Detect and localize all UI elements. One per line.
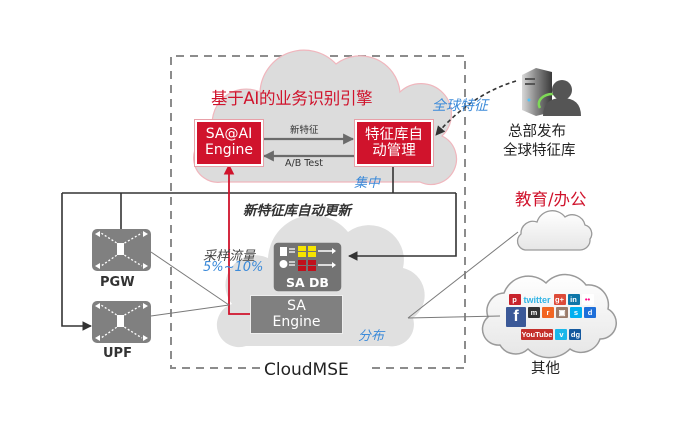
upf-router-icon [92, 301, 151, 343]
sa-engine-box: SA Engine [250, 295, 343, 334]
server-user-icon [522, 68, 581, 116]
sa-engine-line1: SA [287, 298, 306, 315]
others-label: 其他 [531, 361, 560, 377]
linkedin-icon: in [567, 294, 580, 305]
centralized-tag: 集中 [354, 176, 381, 191]
facebook-icon: f [506, 307, 526, 327]
update-to-sadb-arrow [348, 193, 457, 261]
feature-mgmt-line2: 动管理 [372, 143, 416, 159]
photo-icon: ▣ [556, 307, 568, 318]
google-plus-icon: g+ [553, 294, 566, 305]
cloudmse-label: CloudMSE [264, 360, 349, 380]
vimeo-icon: v [555, 329, 568, 340]
flickr-icon: •• [581, 294, 594, 305]
others-traffic-line [407, 315, 501, 319]
ab-test-label: A/B Test [285, 158, 323, 169]
update-to-upf-arrow [61, 193, 92, 331]
upf-traffic-line [150, 304, 230, 317]
global-feature-label: 全球特征 [432, 98, 488, 114]
youtube-icon: YouTube [520, 329, 554, 340]
education-office-label: 教育/办公 [515, 190, 587, 209]
hq-label-line2: 全球特征库 [503, 143, 576, 159]
sampling-arrow [223, 163, 251, 315]
sa-engine-line2: Engine [272, 313, 321, 330]
rss-icon: r [542, 307, 554, 318]
new-feature-label: 新特征 [290, 125, 319, 136]
sa-db-box [272, 241, 343, 293]
pgw-router-icon [92, 229, 151, 271]
feature-library-management-box: 特征库自 动管理 [355, 120, 433, 166]
sa-db-label: SA DB [286, 275, 329, 290]
distributed-tag: 分布 [358, 329, 385, 344]
feature-mgmt-line1: 特征库自 [365, 126, 423, 143]
sampling-ratio: 5%~10% [203, 260, 264, 275]
education-cloud-shape [516, 210, 593, 251]
upf-label: UPF [103, 346, 132, 361]
engine-cloud-title: 基于AI的业务识别引擎 [211, 89, 373, 108]
digg-icon: dg [569, 329, 582, 340]
pgw-traffic-line [150, 251, 230, 306]
pinterest-icon: p [508, 294, 521, 305]
delicious-icon: d [584, 307, 596, 318]
pgw-label: PGW [100, 275, 135, 290]
sa-ai-engine-box: SA@AI Engine [195, 120, 263, 166]
education-traffic-line [407, 231, 519, 319]
skype-icon: s [570, 307, 582, 318]
global-feature-arrow [435, 80, 517, 136]
auto-update-label: 新特征库自动更新 [243, 203, 351, 219]
sampling-label: 采样流量 [203, 249, 256, 264]
sa-ai-engine-line2: Engine [205, 142, 253, 158]
sa-ai-engine-line1: SA@AI [205, 126, 253, 143]
myspace-icon: m [528, 307, 540, 318]
twitter-icon: twitter [523, 294, 551, 305]
hq-label-line1: 总部发布 [508, 124, 566, 140]
